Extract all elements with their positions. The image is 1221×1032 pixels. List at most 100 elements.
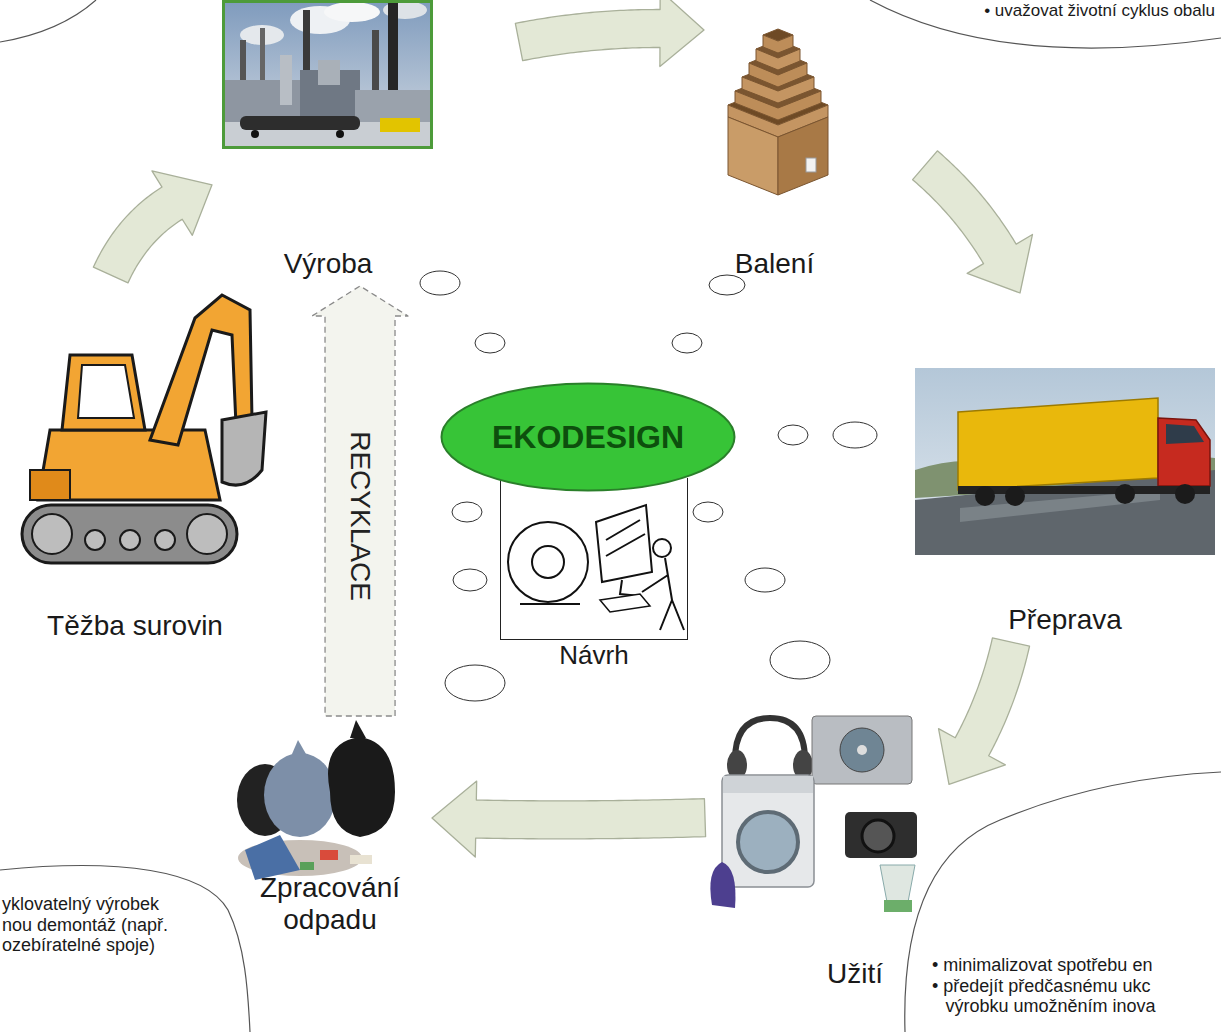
excavator-drawing — [187, 514, 227, 554]
thought-bubbles — [420, 271, 460, 295]
excavator-drawing — [85, 530, 105, 550]
designer-drawing — [606, 520, 645, 556]
stage-caption: Užití — [765, 958, 945, 990]
appliances-photo — [840, 728, 884, 772]
excavator-drawing — [22, 505, 237, 563]
cardboard-box — [806, 158, 816, 172]
text-block: Užití — [765, 958, 945, 990]
truck-photo — [1166, 424, 1204, 444]
cardboard-box — [778, 117, 828, 195]
appliances-photo — [722, 775, 814, 887]
stage-caption: Balení — [712, 248, 837, 280]
appliances-photo — [880, 865, 915, 902]
stage-node: Zpracování odpadu — [240, 718, 420, 936]
text-block: Balení — [712, 248, 837, 280]
appliances-photo — [723, 776, 813, 793]
thought-bubbles — [693, 502, 723, 522]
factory-photo — [222, 1, 433, 149]
excavator-drawing — [30, 470, 70, 500]
bubble-arc — [0, 0, 96, 42]
excavator-drawing — [120, 530, 140, 550]
appliances-photo — [884, 900, 912, 912]
stage-node: Užití — [765, 712, 945, 990]
truck-photo — [1158, 418, 1210, 486]
text-block: yklovatelný výrobeknou demontáž (např. o… — [2, 894, 192, 956]
factory-photo — [224, 2, 432, 148]
truck-photo — [958, 486, 1210, 494]
designer-drawing — [520, 603, 580, 605]
stage-node: Výroba — [222, 0, 434, 280]
text-block: Výroba — [222, 248, 434, 280]
excavator-drawing — [222, 412, 266, 485]
excavator-drawing — [32, 514, 72, 554]
bubble-text: • uvažovat životní cyklus obalu — [984, 1, 1215, 21]
bubble-text: yklovatelný výrobek — [2, 894, 192, 915]
appliances-photo — [857, 745, 867, 755]
factory-photo — [280, 55, 292, 105]
thought-bubbles — [420, 271, 877, 701]
ellipse-outline — [442, 384, 735, 491]
truck-photo — [958, 398, 1158, 490]
truck-photo — [915, 368, 1215, 555]
design-caption: Návrh — [501, 641, 687, 671]
designer-drawing — [600, 594, 650, 612]
cardboard-box — [728, 117, 778, 195]
stage-caption: Těžba surovin — [0, 610, 270, 642]
thought-bubbles — [475, 333, 505, 353]
factory-photo — [222, 1, 433, 149]
designer-drawing — [653, 539, 671, 557]
flow-arrow — [939, 638, 1030, 784]
bubble-outline — [0, 866, 250, 1032]
thought-bubbles — [778, 425, 808, 445]
factory-photo — [318, 60, 340, 85]
bubble-text: nou demontáž (např. ozebíratelné spoje) — [2, 915, 192, 956]
excavator-drawing — [78, 365, 134, 418]
appliances-photo — [845, 812, 917, 858]
text-block: • minimalizovat spotřebu en• předejít př… — [932, 955, 1194, 1017]
designer-drawing — [532, 546, 564, 578]
factory-photo — [324, 2, 380, 22]
garbage-bags-photo — [237, 720, 395, 880]
appliances-photo — [735, 718, 805, 760]
appliances-photo — [738, 812, 798, 872]
excavator-drawing — [22, 295, 266, 563]
factory-photo — [380, 118, 420, 132]
garbage-bags-photo — [300, 862, 314, 870]
garbage-bags-photo — [350, 855, 372, 864]
thought-bubbles — [672, 333, 702, 353]
stage-node: Těžba surovin — [0, 280, 270, 642]
thought-bubbles — [770, 641, 830, 679]
designer-drawing — [596, 505, 652, 582]
edge-label: RECYKLACE — [345, 427, 376, 605]
bubble-outline — [905, 772, 1221, 1032]
appliances-photo — [862, 820, 894, 852]
callout-bubble: • minimalizovat spotřebu en• předejít př… — [895, 765, 1221, 1032]
text-block: Návrh — [501, 641, 687, 671]
garbage-bags-photo — [264, 753, 336, 837]
design-box: Návrh — [500, 478, 688, 640]
appliances-photo — [710, 862, 735, 908]
stage-node: Přeprava — [915, 368, 1215, 636]
flow-arrow — [93, 171, 212, 283]
garbage-bags-photo — [350, 720, 366, 738]
cardboard-box — [763, 35, 793, 53]
garbage-bags-photo — [292, 740, 306, 754]
thought-bubbles — [745, 568, 785, 592]
excavator-drawing — [155, 530, 175, 550]
bubble-arc — [0, 0, 96, 42]
thought-bubbles — [453, 569, 487, 591]
factory-photo — [240, 116, 360, 130]
stage-node: Balení — [712, 25, 837, 280]
flow-arrow — [913, 151, 1033, 293]
excavator-drawing — [62, 355, 145, 430]
thought-bubbles — [833, 422, 877, 448]
text-block: EKODESIGN — [440, 382, 736, 492]
stage-caption: Zpracování odpadu — [240, 872, 420, 936]
flow-arrow — [515, 0, 704, 67]
factory-photo — [251, 130, 259, 138]
bubble-outline — [870, 0, 1221, 48]
garbage-bags-photo — [328, 737, 395, 837]
appliances-photo — [710, 716, 917, 912]
